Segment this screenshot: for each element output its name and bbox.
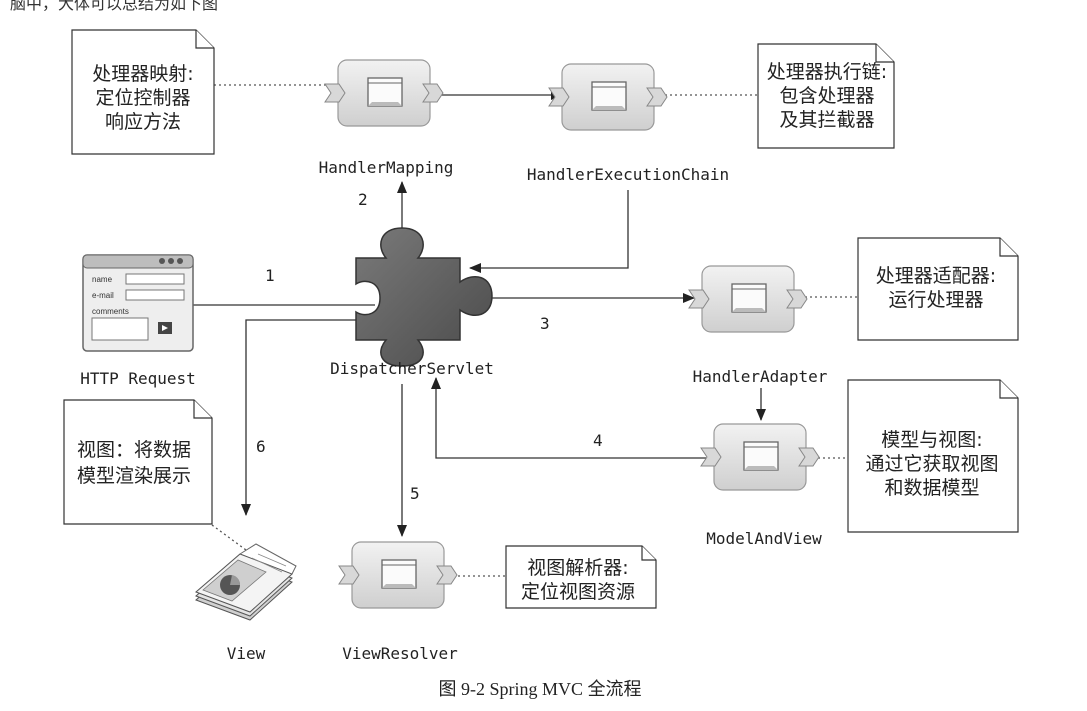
view-resolver-box [338, 541, 458, 609]
form-label-comments: comments [92, 307, 129, 316]
note-mav-line-3: 和数据模型 [884, 477, 979, 499]
label-view: View [227, 644, 266, 663]
view-document-icon [195, 543, 297, 621]
note-view-line-2: 模型渲染展示 [77, 465, 191, 487]
label-handler-adapter: HandlerAdapter [693, 367, 828, 386]
step-3-label: 3 [540, 314, 550, 333]
note-chain [757, 43, 895, 149]
handler-execution-chain-box [548, 63, 668, 131]
step-1-label: 1 [265, 266, 275, 285]
arrow-chain-to-dispatcher [469, 190, 629, 273]
note-chain-line-1: 处理器执行链: [767, 61, 887, 83]
note-chain-line-3: 及其拦截器 [779, 109, 874, 131]
note-adapter-line-2: 运行处理器 [888, 289, 983, 311]
note-resolver [505, 545, 657, 609]
label-handler-mapping: HandlerMapping [319, 158, 454, 177]
arrow-step-4 [431, 377, 706, 459]
note-adapter [857, 237, 1019, 341]
step-6-label: 6 [256, 437, 266, 456]
note-mav-line-2: 通过它获取视图 [865, 453, 998, 475]
form-label-email: e-mail [92, 291, 114, 300]
model-and-view-box [700, 423, 820, 491]
label-handler-execution-chain: HandlerExecutionChain [527, 165, 729, 184]
figure-caption: 图 9-2 Spring MVC 全流程 [438, 679, 641, 699]
note-resolver-line-1: 视图解析器: [527, 557, 628, 579]
note-view [63, 399, 213, 525]
note-view-line-1: 视图：将数据 [77, 439, 191, 461]
note-chain-line-2: 包含处理器 [779, 85, 874, 107]
http-request-form-icon: name e-mail comments [82, 254, 194, 352]
note-adapter-line-1: 处理器适配器: [876, 265, 996, 287]
dispatcher-puzzle-icon [355, 227, 493, 367]
note-mapping-line-3: 响应方法 [105, 111, 181, 133]
note-mapping-line-1: 处理器映射: [92, 63, 193, 85]
label-model-and-view: ModelAndView [706, 529, 822, 548]
note-mapping-line-2: 定位控制器 [95, 87, 190, 109]
arrow-step-6 [241, 319, 374, 516]
handler-mapping-box [324, 59, 444, 127]
label-view-resolver: ViewResolver [342, 644, 458, 663]
note-mav [847, 379, 1019, 533]
note-resolver-line-2: 定位视图资源 [521, 581, 635, 603]
label-http-request: HTTP Request [80, 369, 196, 388]
note-mapping [71, 29, 215, 155]
handler-adapter-box [688, 265, 808, 333]
label-dispatcher-servlet: DispatcherServlet [330, 359, 494, 378]
step-5-label: 5 [410, 484, 420, 503]
step-4-label: 4 [593, 431, 603, 450]
form-label-name: name [92, 275, 113, 284]
note-mav-line-1: 模型与视图: [881, 429, 982, 451]
step-2-label: 2 [358, 190, 368, 209]
view-note-connector [211, 524, 247, 551]
top-caption: 脑中，大体可以总结为如下图 [10, 0, 218, 13]
